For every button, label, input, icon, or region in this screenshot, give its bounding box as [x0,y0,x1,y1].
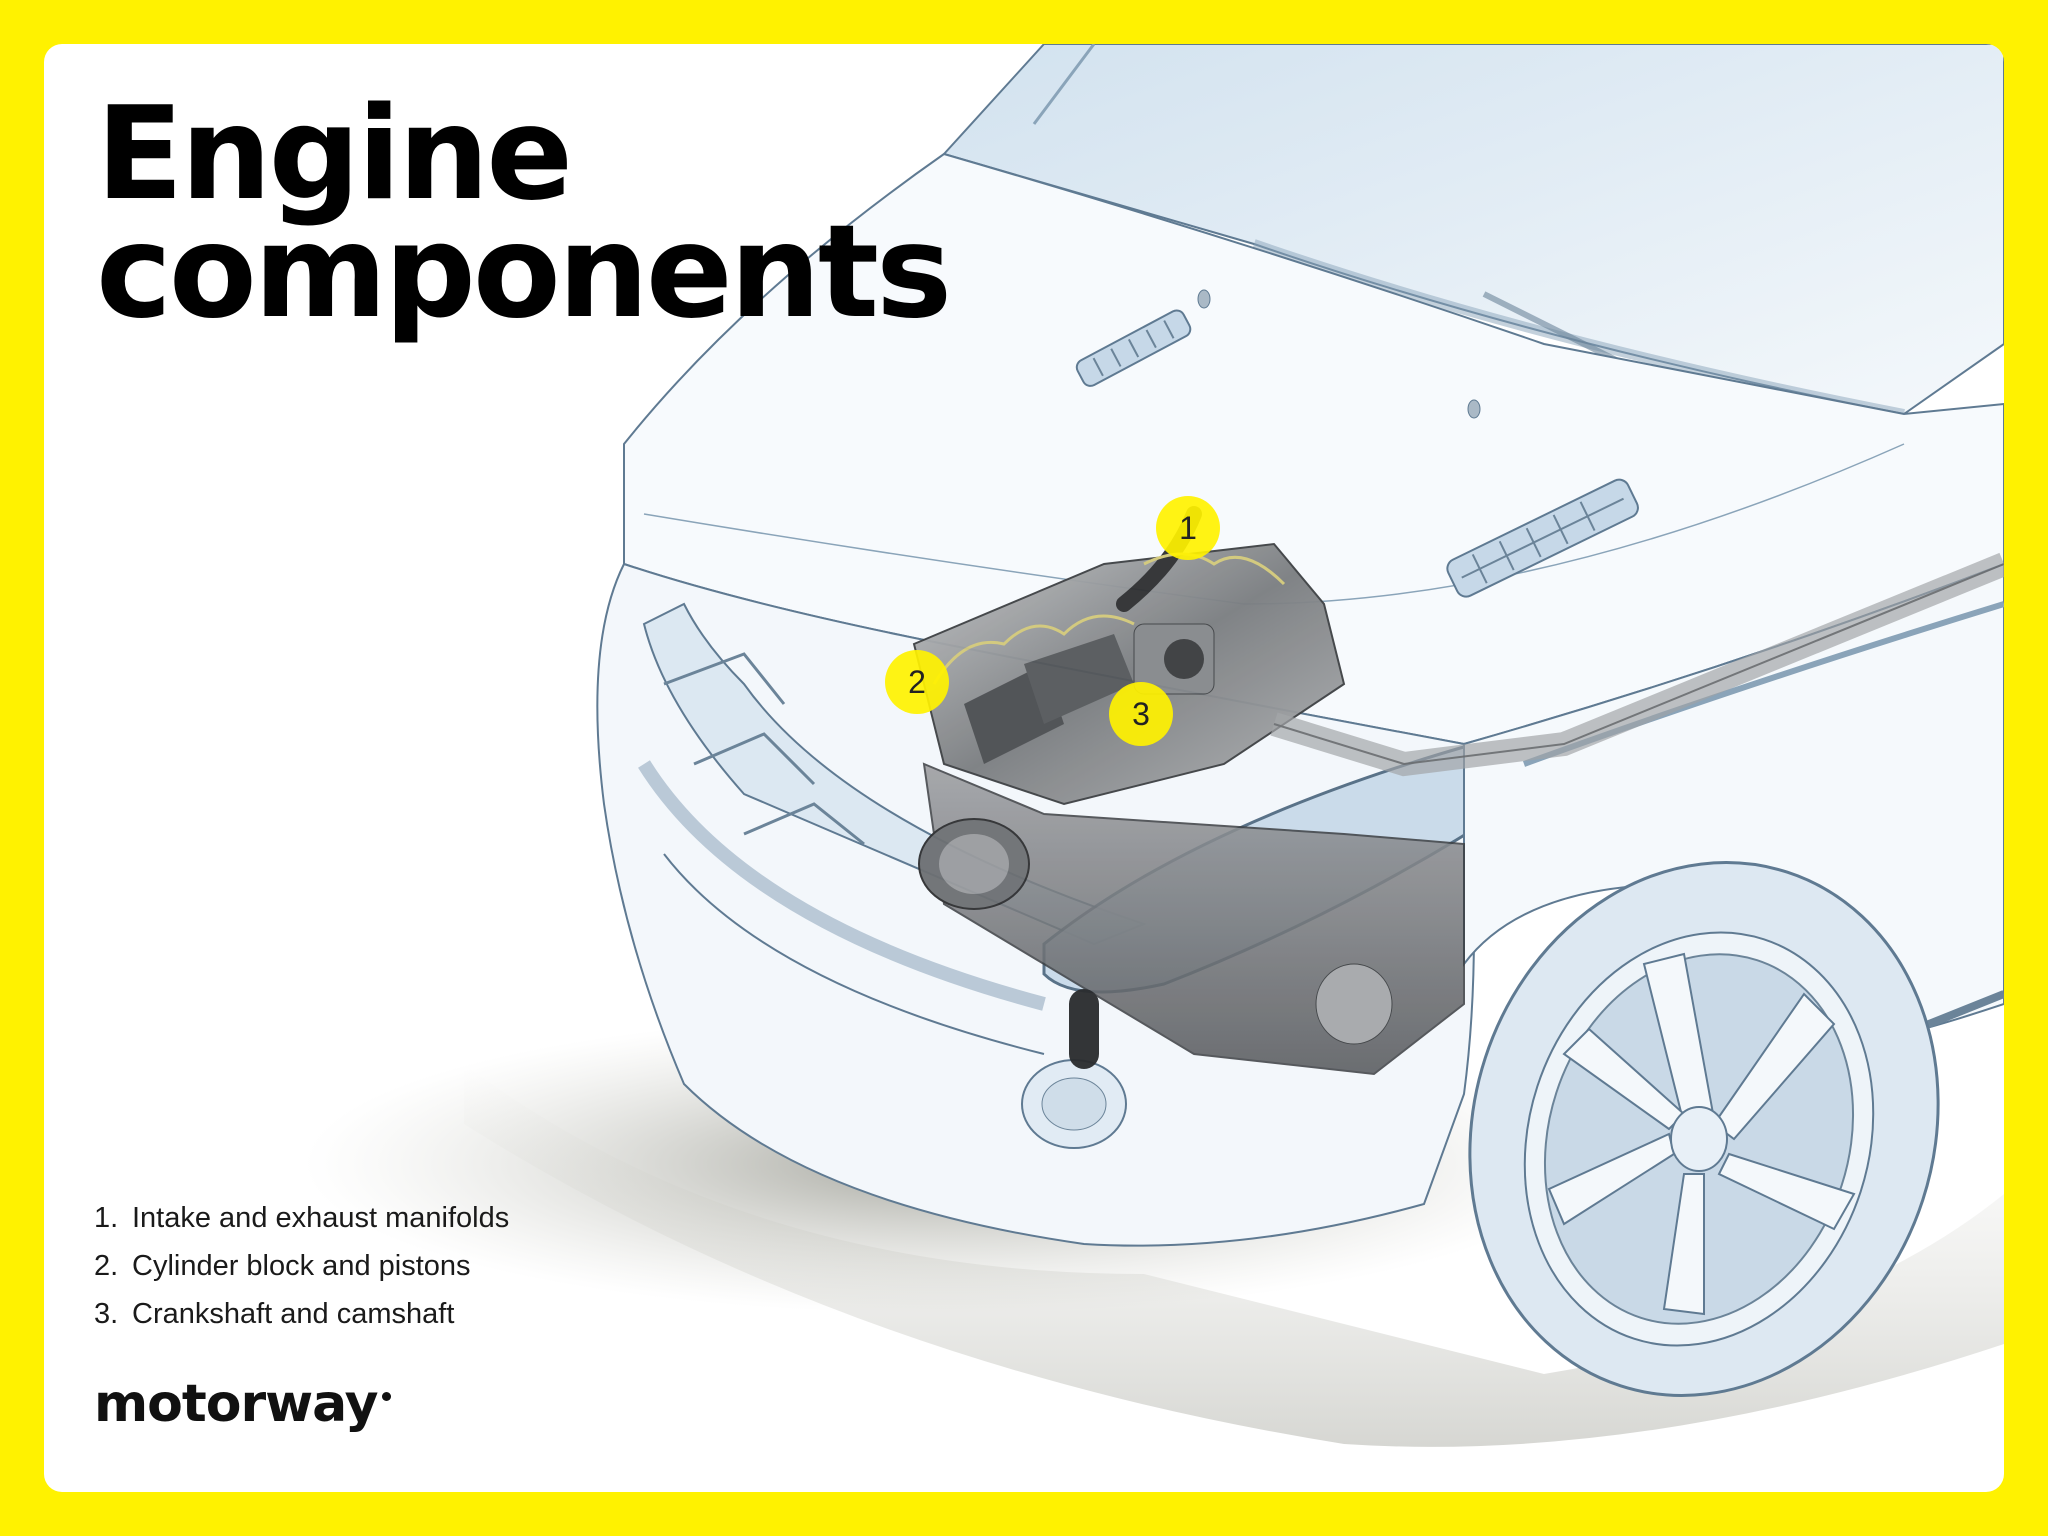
page-title: Engine components [96,80,952,347]
car-engine-illustration [304,44,2004,1447]
title-line-2: components [96,198,952,347]
legend-text: Cylinder block and pistons [132,1250,471,1282]
legend-text: Intake and exhaust manifolds [132,1202,510,1234]
logo-dot-icon [381,1392,391,1401]
infographic-card: Engine components 1 2 3 1. Intake and ex… [44,44,2004,1492]
engine [912,506,2004,1076]
legend-item: 3. Crankshaft and camshaft [94,1290,509,1338]
legend-number: 2. [94,1250,119,1282]
brand-logo: motorway [94,1374,391,1434]
marker-3: 3 [1109,682,1173,746]
legend-list: 1. Intake and exhaust manifolds 2. Cylin… [94,1194,509,1338]
legend-number: 1. [94,1202,119,1234]
legend-item: 1. Intake and exhaust manifolds [94,1194,509,1242]
legend-number: 3. [94,1298,119,1330]
legend-text: Crankshaft and camshaft [132,1298,455,1330]
marker-label: 2 [908,663,926,700]
legend-item: 2. Cylinder block and pistons [94,1242,509,1290]
marker-1: 1 [1156,496,1220,560]
title-line-1: Engine [96,80,573,229]
marker-label: 1 [1179,509,1197,546]
marker-label: 3 [1132,695,1150,732]
brand-name: motorway [94,1374,379,1434]
wheel [1468,861,1940,1397]
marker-2: 2 [885,650,949,714]
